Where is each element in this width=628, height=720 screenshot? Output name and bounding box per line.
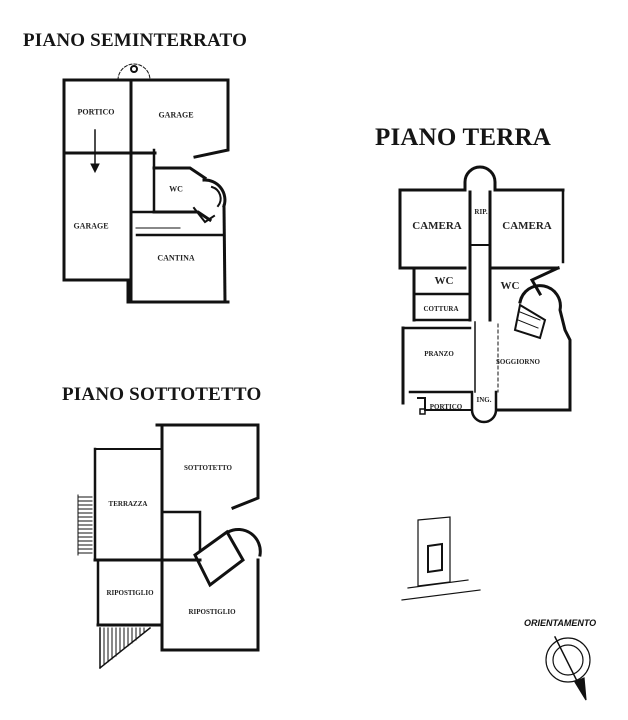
room-wc: WC xyxy=(434,275,454,287)
room-cottura: COTTURA xyxy=(423,305,459,313)
plan-sottotetto xyxy=(77,423,262,670)
room-sottotetto: SOTTOTETTO xyxy=(184,464,232,472)
plan-terra xyxy=(398,165,572,424)
room-ripostiglio: RIPOSTIGLIO xyxy=(188,608,236,616)
compass-icon xyxy=(545,635,591,701)
site-plan-icon xyxy=(401,516,481,601)
room-wc: WC xyxy=(500,280,520,292)
plan-seminterrato xyxy=(62,63,230,304)
room-garage: GARAGE xyxy=(73,221,109,231)
room-ripostiglio: RIP. xyxy=(474,208,488,216)
room-garage: GARAGE xyxy=(158,110,194,120)
room-pranzo: PRANZO xyxy=(424,350,454,358)
title-piano-seminterrato: PIANO SEMINTERRATO xyxy=(23,30,248,51)
room-portico: PORTICO xyxy=(429,403,463,411)
title-piano-sottotetto: PIANO SOTTOTETTO xyxy=(62,384,262,405)
room-terrazza: TERRAZZA xyxy=(108,500,148,508)
title-piano-terra: PIANO TERRA xyxy=(375,124,552,151)
orientation-label: ORIENTAMENTO xyxy=(524,618,597,628)
room-portico: PORTICO xyxy=(77,107,115,117)
room-cantina: CANTINA xyxy=(157,253,195,263)
room-camera: CAMERA xyxy=(412,220,462,232)
room-ingresso: ING. xyxy=(476,396,492,404)
room-camera: CAMERA xyxy=(502,220,552,232)
room-wc: WC xyxy=(169,184,183,194)
room-ripostiglio: RIPOSTIGLIO xyxy=(106,589,154,597)
room-soggiorno: SOGGIORNO xyxy=(496,358,540,366)
